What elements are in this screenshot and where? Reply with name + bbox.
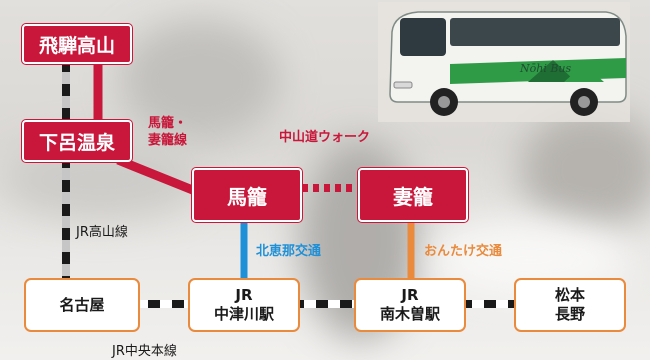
bus-link-gero-magome: [116, 155, 207, 200]
bus-livery-text: Nōhi Bus: [519, 62, 572, 75]
place-tsumago: 妻籠: [358, 168, 468, 222]
route-label-jr-takayama: JR高山線: [76, 225, 128, 240]
route-label-jr-chuo: JR中央本線: [112, 344, 177, 359]
station-matsumoto-nagano: 松本 長野: [514, 278, 626, 332]
station-nakatsugawa-line2: 中津川駅: [213, 305, 274, 323]
place-hida-takayama-label: 飛騨高山: [38, 34, 115, 57]
station-nakatsugawa-line1: JR: [235, 286, 253, 305]
station-nagiso-line2: 南木曽駅: [379, 305, 440, 323]
station-nagoya: 名古屋: [24, 278, 140, 332]
station-nagiso-line1: JR: [401, 286, 419, 305]
place-hida-takayama: 飛騨高山: [22, 24, 132, 64]
route-label-ontake-kotsu: おんたけ交通: [424, 244, 503, 259]
station-nagiso: JR 南木曽駅: [354, 278, 466, 332]
place-magome: 馬籠: [192, 168, 302, 222]
route-label-nakasendo-walk: 中山道ウォーク: [279, 130, 371, 145]
place-tsumago-label: 妻籠: [393, 184, 433, 209]
place-gero-onsen-label: 下呂温泉: [38, 131, 115, 154]
route-label-kita-ena-kotsu: 北恵那交通: [256, 244, 322, 259]
place-magome-label: 馬籠: [227, 184, 267, 209]
route-label-magome-tsumago-line1: 馬籠・: [148, 116, 188, 131]
route-label-magome-tsumago-line2: 妻籠線: [148, 132, 188, 148]
station-nakatsugawa: JR 中津川駅: [188, 278, 300, 332]
route-label-magome-tsumago-line: 馬籠・ 妻籠線: [148, 116, 187, 150]
station-nagoya-label: 名古屋: [59, 295, 105, 314]
bus-illustration: Nōhi Bus: [378, 2, 630, 122]
station-matsumoto-nagano-line1: 松本: [554, 286, 585, 305]
place-gero-onsen: 下呂温泉: [22, 120, 132, 162]
station-matsumoto-nagano-line2: 長野: [554, 305, 585, 323]
